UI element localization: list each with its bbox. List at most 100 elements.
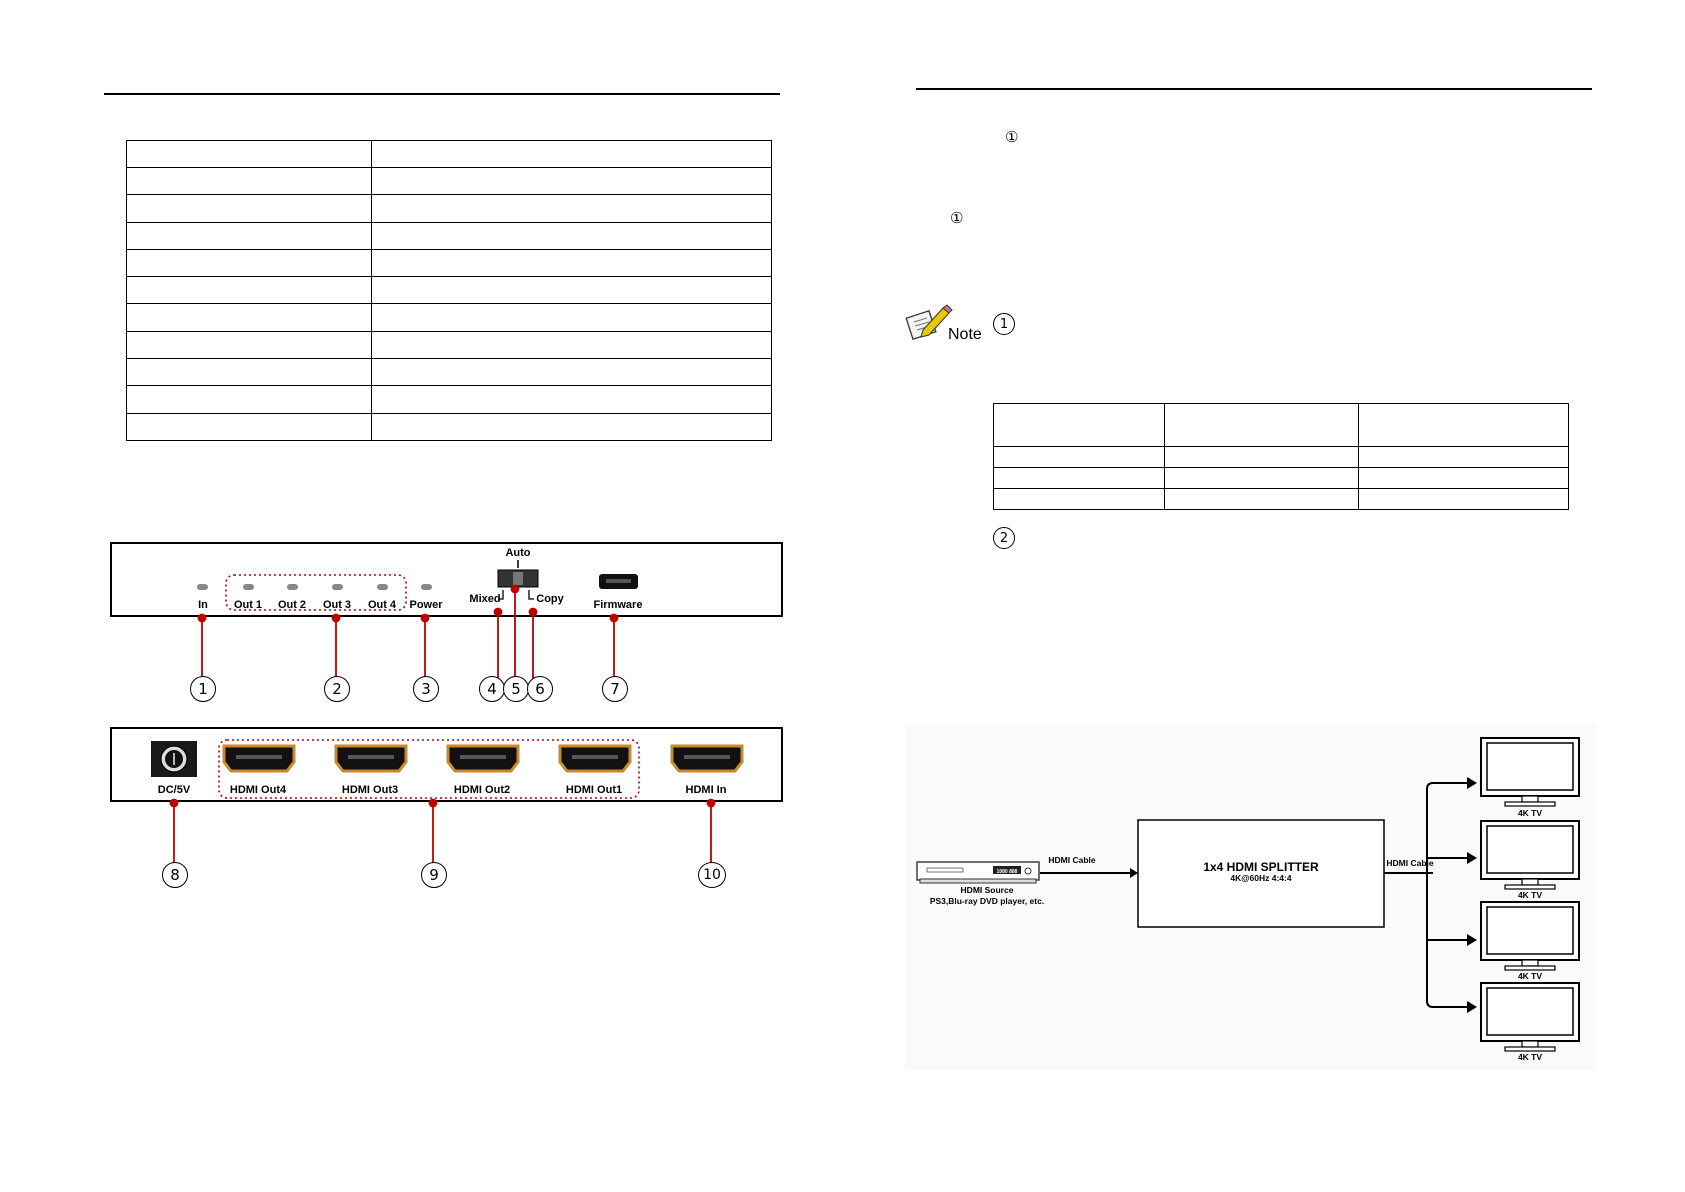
cable-out-label: HDMI Cable — [1386, 858, 1434, 868]
spec-label-cell — [126, 385, 372, 414]
spec-label-cell — [126, 276, 372, 305]
callout-3: 3 — [413, 676, 439, 702]
spec-label-cell — [126, 358, 372, 387]
spec-table-row — [126, 303, 772, 332]
cable-in-label: HDMI Cable — [1048, 855, 1096, 865]
note-pencil-icon — [905, 304, 953, 340]
output-led-group-outline — [225, 574, 407, 611]
spec-value-cell — [371, 276, 772, 305]
circled-marker-1: ① — [1005, 128, 1019, 146]
spec-value-cell — [371, 166, 772, 196]
edid-mode-table — [993, 403, 1569, 510]
splitter-subtitle: 4K@60Hz 4:4:4 — [1230, 873, 1291, 883]
hdmi-port-out3 — [334, 744, 408, 773]
front-panel-body — [110, 542, 783, 617]
firmware-label: Firmware — [594, 599, 643, 611]
led-label-out-1: Out 1 — [234, 599, 262, 611]
source-label: HDMI Source — [961, 885, 1014, 895]
tv-4-icon — [1480, 982, 1580, 1052]
tv-3-label: 4K TV — [1518, 971, 1542, 981]
mode-switch-knob — [513, 572, 523, 585]
hdmi-port-in — [670, 744, 744, 773]
spec-table-row — [126, 140, 772, 168]
dc-label: DC/5V — [158, 784, 191, 796]
spec-value-cell — [371, 358, 772, 387]
spec-value-cell — [371, 412, 772, 441]
led-label-out-4: Out 4 — [368, 599, 397, 611]
spec-value-cell — [371, 140, 772, 168]
led-in — [197, 584, 208, 590]
led-label-out-2: Out 2 — [278, 599, 306, 611]
spec-label-cell — [126, 248, 372, 278]
spec-value-cell — [371, 330, 772, 360]
spec-label-cell — [126, 166, 372, 196]
source-display: 1080 888 — [997, 869, 1018, 875]
led-label-power: Power — [409, 599, 443, 611]
hdmi-out1-label: HDMI Out1 — [566, 784, 622, 796]
spec-label-cell — [126, 221, 372, 250]
led-out-2 — [287, 584, 298, 590]
right-header-rule — [916, 88, 1592, 90]
callout-7: 7 — [602, 676, 628, 702]
note-label: Note — [948, 326, 982, 343]
spec-value-cell — [371, 385, 772, 414]
spec-label-cell — [126, 194, 372, 223]
spec-table-row — [126, 166, 772, 196]
tv-4-label: 4K TV — [1518, 1052, 1542, 1062]
circled-marker-2: ① — [950, 209, 964, 227]
rear-panel-body — [110, 727, 783, 802]
spec-value-cell — [371, 248, 772, 278]
tv-1-label: 4K TV — [1518, 808, 1542, 818]
spec-table-row — [126, 194, 772, 223]
spec-value-cell — [371, 303, 772, 332]
callout-6: 6 — [527, 676, 553, 702]
source-sublabel: PS3,Blu-ray DVD player, etc. — [930, 896, 1044, 906]
hdmi-out4-label: HDMI Out4 — [230, 784, 287, 796]
switch-label-auto: Auto — [505, 547, 530, 559]
hdmi-port-out4 — [222, 744, 296, 773]
spec-table-row — [126, 330, 772, 360]
led-label-out-3: Out 3 — [323, 599, 351, 611]
tv-3-icon — [1480, 901, 1580, 971]
led-out-3 — [332, 584, 343, 590]
tv-2-label: 4K TV — [1518, 890, 1542, 900]
led-out-4 — [377, 584, 388, 590]
dvd-player-icon — [916, 861, 1040, 884]
spec-label-cell — [126, 303, 372, 332]
hdmi-port-out2 — [446, 744, 520, 773]
callout-8: 8 — [162, 862, 188, 888]
callout-5: 5 — [503, 676, 529, 702]
callout-10: 10 — [698, 862, 726, 888]
callout-2: 2 — [324, 676, 350, 702]
specification-table — [126, 140, 772, 441]
hdmi-in-label: HDMI In — [686, 784, 727, 796]
note-marker-2-visual: 2 — [993, 527, 1015, 549]
spec-table-row — [126, 412, 772, 441]
spec-table-row — [126, 248, 772, 278]
callout-1: 1 — [190, 676, 216, 702]
spec-table-row — [126, 358, 772, 387]
hdmi-output-group-outline — [218, 739, 640, 799]
spec-table-row — [126, 385, 772, 414]
callout-9: 9 — [421, 862, 447, 888]
tv-1-icon — [1480, 737, 1580, 807]
led-label-in: In — [198, 599, 208, 611]
front-panel-diagram: In Out 1 Out 2 Out 3 Out 4 Power Auto Mi… — [110, 542, 783, 680]
spec-table-row — [126, 276, 772, 305]
spec-table-row — [126, 221, 772, 250]
tv-2-icon — [1480, 820, 1580, 890]
rear-panel-diagram: DC/5V HDMI Out4 HDMI Out3 HDMI Out2 HDMI… — [110, 727, 783, 863]
hdmi-out3-label: HDMI Out3 — [342, 784, 398, 796]
splitter-title: 1x4 HDMI SPLITTER — [1203, 860, 1319, 874]
connection-diagram: 1080 888 HDMI Source PS3,Blu-ray DVD pla… — [905, 725, 1595, 1070]
callout-4: 4 — [479, 676, 505, 702]
left-header-rule — [104, 93, 780, 95]
note-marker-1-visual: 1 — [993, 313, 1015, 335]
led-out-1 — [243, 584, 254, 590]
spec-value-cell — [371, 221, 772, 250]
led-power — [421, 584, 432, 590]
spec-label-cell — [126, 330, 372, 360]
hdmi-port-out1 — [558, 744, 632, 773]
switch-label-copy: Copy — [536, 593, 564, 605]
switch-label-mixed: Mixed — [469, 593, 500, 605]
